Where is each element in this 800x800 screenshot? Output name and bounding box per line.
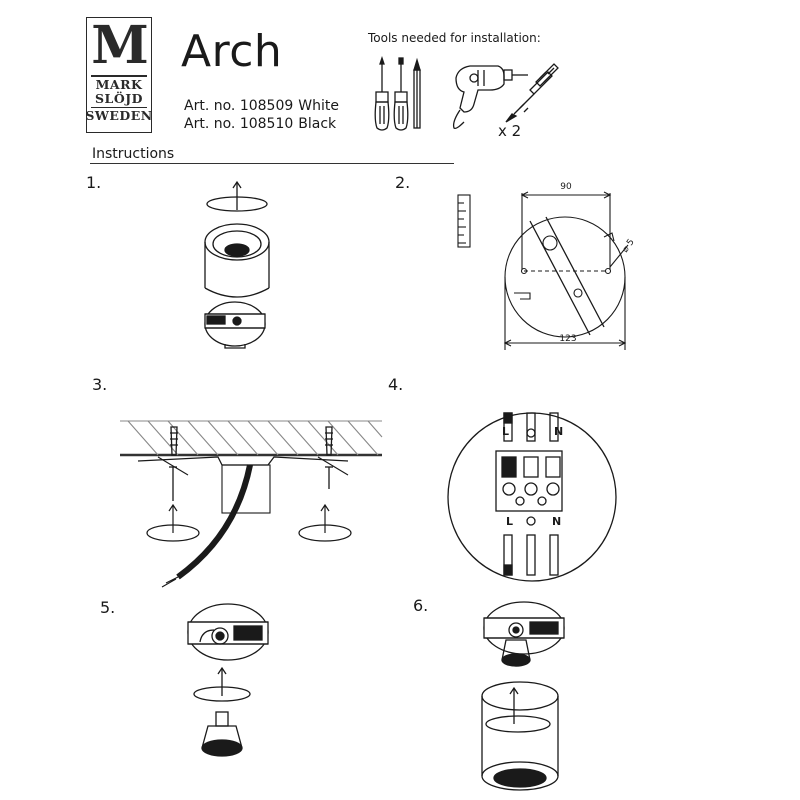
incoming-wires-icon	[503, 412, 559, 442]
live-label-top: L	[502, 425, 509, 438]
rotate-arrow-icon	[146, 503, 352, 542]
live-label-bottom: L	[506, 515, 513, 528]
step-4-number: 4.	[388, 375, 404, 394]
article-variant: White	[298, 98, 339, 114]
mounting-plate-icon	[187, 603, 269, 661]
drill-icon	[452, 65, 528, 130]
wall-plug-icon	[170, 426, 333, 456]
neutral-label-top: N	[554, 425, 563, 438]
flat-screwdriver-icon	[393, 57, 409, 131]
pencil-icon	[413, 57, 421, 129]
markslojd-logo: M MARK SLÖJD SWEDEN	[85, 15, 153, 133]
logo-letter: M	[91, 15, 149, 76]
article-variant: Black	[298, 116, 337, 132]
terminal-block-icon	[495, 450, 563, 526]
screw-icon	[169, 466, 333, 501]
step-5-illustration	[187, 603, 269, 757]
logo-rule	[91, 75, 147, 77]
logo-rule	[91, 106, 147, 108]
product-title: Arch	[181, 26, 283, 77]
step-1-number: 1.	[86, 173, 102, 192]
neutral-label-bottom: N	[552, 515, 561, 528]
wall-plug-icon	[505, 63, 559, 123]
light-bulb-icon	[501, 639, 531, 667]
step-6-number: 6.	[413, 596, 429, 615]
plug-quantity: x 2	[498, 122, 522, 140]
ruler-icon	[457, 194, 471, 248]
instructions-label: Instructions	[92, 146, 175, 162]
light-bulb-icon	[201, 711, 243, 757]
instructions-divider	[90, 163, 454, 164]
outgoing-wires-icon	[503, 534, 559, 576]
tools-illustration	[374, 55, 559, 131]
width-dimension: 90	[560, 182, 572, 192]
tools-title: Tools needed for installation:	[368, 31, 541, 45]
rotate-arrow-icon	[206, 180, 268, 212]
ceiling-icon	[120, 420, 383, 457]
mounting-plate-icon	[483, 601, 565, 655]
article-number-label: Art. no. 108509	[184, 98, 294, 114]
logo-line-1: MARK	[95, 76, 143, 92]
step-3-number: 3.	[92, 375, 108, 394]
lamp-body-icon	[204, 223, 270, 298]
step-4-illustration: L N L N	[447, 412, 617, 582]
step-5-number: 5.	[100, 598, 116, 617]
lamp-body-icon	[481, 681, 559, 791]
phillips-screwdriver-icon	[374, 55, 390, 131]
step-1-illustration	[204, 180, 270, 349]
article-number-label: Art. no. 108510	[184, 116, 294, 132]
step-2-number: 2.	[395, 173, 411, 192]
step-3-illustration	[120, 420, 383, 588]
diameter-dimension: 123	[559, 334, 576, 344]
rotate-arrow-icon	[485, 686, 551, 733]
step-6-illustration	[481, 601, 565, 791]
step-2-illustration: 90 123 ⌀ 5	[457, 182, 637, 350]
logo-line-3: SWEDEN	[85, 108, 153, 123]
logo-line-2: SLÖJD	[95, 90, 143, 106]
rotate-arrow-icon	[193, 666, 251, 702]
mounting-plate-icon	[204, 301, 266, 349]
